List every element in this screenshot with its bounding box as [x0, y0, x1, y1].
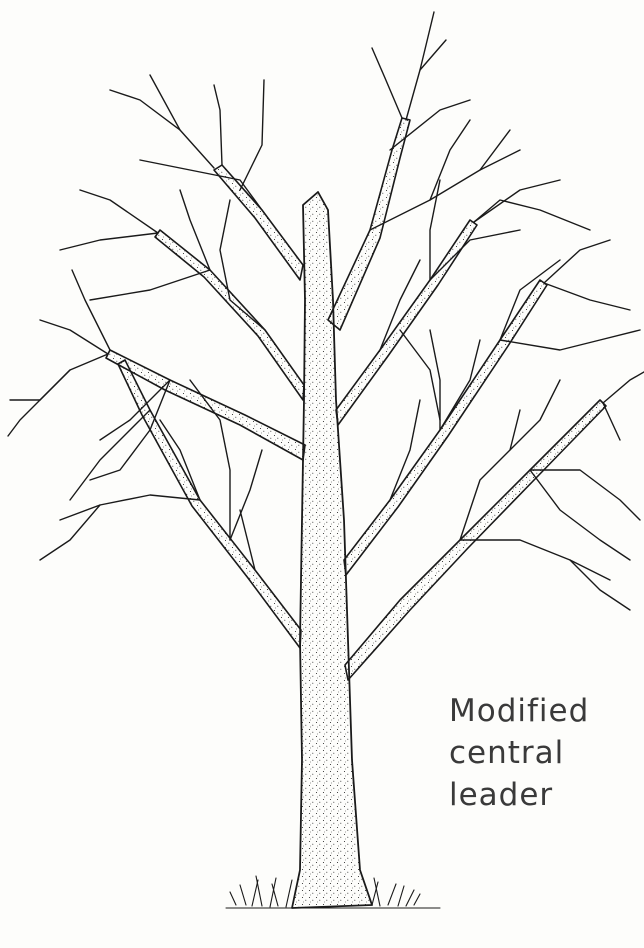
caption-line-1: Modified: [449, 690, 589, 732]
limb-left-upper: [214, 165, 303, 280]
figure-caption: Modified central leader: [449, 690, 589, 816]
limb-right-upper: [328, 118, 410, 330]
limb-right-middle: [344, 280, 547, 575]
caption-line-2: central: [449, 732, 589, 774]
limb-right-upper-mid: [336, 220, 477, 425]
caption-line-3: leader: [449, 774, 589, 816]
scaffold-limbs: [106, 118, 606, 680]
limb-left-middle: [106, 350, 305, 460]
